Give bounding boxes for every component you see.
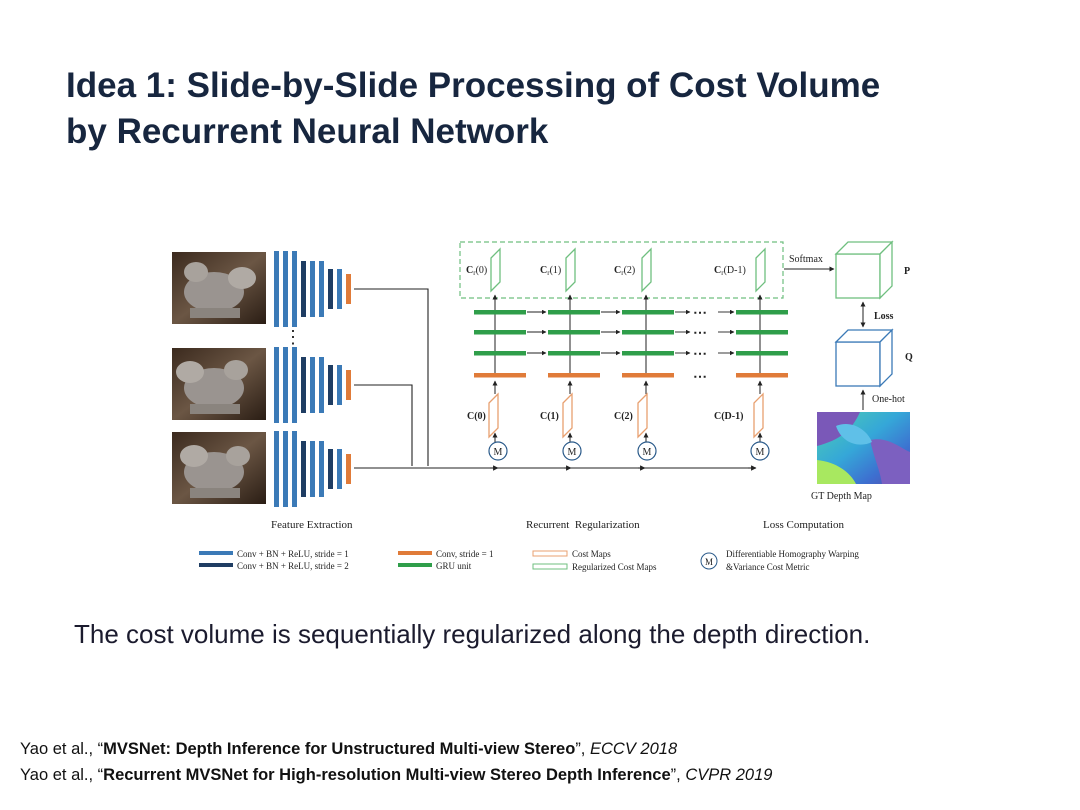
references: Yao et al., “MVSNet: Depth Inference for… bbox=[20, 736, 1060, 788]
feature-extractor-1 bbox=[274, 251, 351, 327]
regularized-cost-map-1 bbox=[565, 247, 576, 293]
ground-truth-volume-q bbox=[834, 328, 894, 388]
depth-column-last: Cr(D-1) C(D-1) M bbox=[714, 247, 788, 461]
reference-2: Yao et al., “Recurrent MVSNet for High-r… bbox=[20, 766, 773, 784]
legend-conv-bn-relu-s1: Conv + BN + ReLU, stride = 1 bbox=[237, 549, 349, 559]
gru-unit bbox=[474, 351, 526, 356]
rmvsnet-architecture-diagram: ⋮ bbox=[172, 240, 913, 572]
section-feature-extraction: Feature Extraction bbox=[271, 519, 353, 531]
vertical-ellipsis: ⋮ bbox=[284, 327, 302, 347]
depth-column-0: Cr(0) C(0) M bbox=[466, 247, 526, 461]
reg-label-3: Cr(D-1) bbox=[714, 265, 746, 277]
gru-unit bbox=[622, 310, 674, 315]
cost-label-0: C(0) bbox=[467, 411, 486, 422]
legend-homography: Differentiable Homography Warping bbox=[726, 549, 859, 559]
legend-conv-bn-relu-s2: Conv + BN + ReLU, stride = 2 bbox=[237, 561, 349, 571]
legend-variance-metric: &Variance Cost Metric bbox=[726, 562, 809, 572]
gt-depth-map bbox=[817, 412, 910, 484]
regularized-cost-map-0 bbox=[490, 247, 501, 293]
softmax-label: Softmax bbox=[789, 254, 823, 265]
depth-column-2: Cr(2) C(2) M bbox=[614, 247, 674, 461]
warp-module-2 bbox=[637, 441, 657, 461]
reference-1: Yao et al., “MVSNet: Depth Inference for… bbox=[20, 740, 678, 758]
loss-label: Loss bbox=[874, 311, 894, 322]
section-recurrent-regularization: Recurrent Regularization bbox=[526, 519, 640, 531]
cost-map-2 bbox=[637, 392, 648, 439]
conv-unit bbox=[622, 373, 674, 378]
regularized-cost-map-2 bbox=[641, 247, 652, 293]
gru-unit bbox=[474, 330, 526, 335]
svg-text:⋯: ⋯ bbox=[693, 306, 707, 321]
gru-unit bbox=[548, 330, 600, 335]
warp-module-3 bbox=[750, 441, 770, 461]
cost-map-3 bbox=[753, 392, 764, 439]
legend: Conv + BN + ReLU, stride = 1 Conv + BN +… bbox=[199, 549, 859, 572]
ellipsis-group: ⋯ ⋯ ⋯ ⋯ bbox=[693, 306, 707, 385]
regularized-cost-map-3 bbox=[755, 247, 766, 293]
legend-warp-icon bbox=[700, 552, 718, 570]
regularized-maps-region bbox=[459, 241, 784, 299]
probability-volume-p bbox=[834, 240, 894, 300]
svg-text:⋯: ⋯ bbox=[693, 326, 707, 341]
svg-text:M: M bbox=[643, 447, 652, 458]
conv-unit bbox=[548, 373, 600, 378]
feature-extractor-2 bbox=[274, 347, 351, 423]
legend-conv-s1: Conv, stride = 1 bbox=[436, 549, 494, 559]
section-loss-computation: Loss Computation bbox=[763, 519, 844, 531]
input-image-2 bbox=[172, 348, 266, 420]
legend-cost-maps: Cost Maps bbox=[572, 549, 611, 559]
warp-module-1 bbox=[562, 441, 582, 461]
reference-title: MVSNet: Depth Inference for Unstructured… bbox=[103, 740, 576, 758]
input-image-1 bbox=[172, 252, 266, 324]
reference-venue: ECCV 2018 bbox=[589, 740, 678, 758]
legend-regularized-cost-maps: Regularized Cost Maps bbox=[572, 562, 657, 572]
svg-text:M: M bbox=[494, 447, 503, 458]
svg-text:⋯: ⋯ bbox=[693, 347, 707, 362]
cost-label-1: C(1) bbox=[540, 411, 559, 422]
gru-unit bbox=[622, 330, 674, 335]
reg-label-0: Cr(0) bbox=[466, 265, 487, 277]
svg-text:M: M bbox=[568, 447, 577, 458]
gru-unit bbox=[548, 310, 600, 315]
depth-column-1: Cr(1) C(1) M bbox=[540, 247, 600, 461]
cost-map-1 bbox=[562, 392, 573, 439]
slide-caption: The cost volume is sequentially regulari… bbox=[74, 619, 871, 649]
conv-unit bbox=[736, 373, 788, 378]
gru-unit bbox=[474, 310, 526, 315]
reference-title: Recurrent MVSNet for High-resolution Mul… bbox=[103, 766, 671, 784]
legend-gru-unit: GRU unit bbox=[436, 561, 472, 571]
onehot-label: One-hot bbox=[872, 394, 905, 405]
input-image-3 bbox=[172, 432, 266, 504]
reference-venue: CVPR 2019 bbox=[685, 766, 773, 784]
gru-unit bbox=[736, 310, 788, 315]
slide-title: Idea 1: Slide-by-Slide Processing of Cos… bbox=[66, 63, 1026, 155]
svg-text:M: M bbox=[756, 447, 765, 458]
q-label: Q bbox=[905, 352, 913, 363]
svg-text:⋯: ⋯ bbox=[693, 370, 707, 385]
conv-unit bbox=[474, 373, 526, 378]
recurrent-arrows bbox=[527, 309, 735, 356]
cost-map-0 bbox=[488, 392, 499, 439]
p-label: P bbox=[904, 266, 910, 277]
gt-depth-label: GT Depth Map bbox=[811, 491, 872, 502]
title-line-1: Idea 1: Slide-by-Slide Processing of Cos… bbox=[66, 66, 881, 105]
gru-unit bbox=[548, 351, 600, 356]
gru-unit bbox=[622, 351, 674, 356]
feature-routing-lines bbox=[354, 288, 757, 471]
cost-label-3: C(D-1) bbox=[714, 411, 743, 422]
reg-label-1: Cr(1) bbox=[540, 265, 561, 277]
warp-module-0 bbox=[488, 441, 508, 461]
gru-unit bbox=[736, 351, 788, 356]
feature-extractor-3 bbox=[274, 431, 351, 507]
cost-label-2: C(2) bbox=[614, 411, 633, 422]
svg-text:M: M bbox=[705, 557, 713, 567]
gru-unit bbox=[736, 330, 788, 335]
title-line-2: by Recurrent Neural Network bbox=[66, 112, 549, 151]
reg-label-2: Cr(2) bbox=[614, 265, 635, 277]
